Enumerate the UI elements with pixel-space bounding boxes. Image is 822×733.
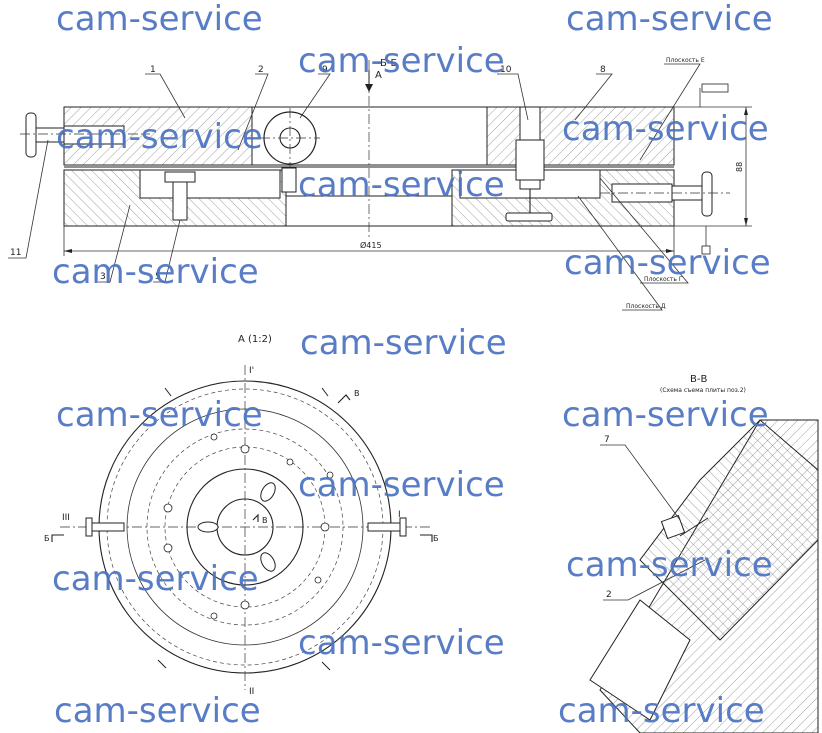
callout-2: 2 bbox=[258, 65, 264, 75]
watermark: cam-service bbox=[562, 395, 769, 435]
watermark: cam-service bbox=[56, 0, 263, 39]
height-dimension: 88 bbox=[735, 162, 744, 172]
lifting-bolt bbox=[660, 514, 686, 540]
watermark: cam-service bbox=[56, 395, 263, 435]
view-arrow-a: А bbox=[375, 70, 382, 81]
watermark: cam-service bbox=[56, 117, 263, 157]
plan-view-title: А (1:2) bbox=[238, 334, 272, 345]
cut-label-v: В bbox=[354, 389, 360, 398]
section-vv-title: В-В bbox=[690, 374, 707, 385]
callout-7: 7 bbox=[604, 435, 610, 445]
callout-10: 10 bbox=[500, 65, 512, 75]
diameter-dimension: Ø415 bbox=[360, 240, 382, 250]
watermark: cam-service bbox=[298, 41, 505, 81]
callout-2b: 2 bbox=[606, 590, 612, 600]
watermark: cam-service bbox=[52, 559, 259, 599]
wing-nut bbox=[505, 212, 553, 222]
section-bb-view: 1 2 8 9 10 11 3 5 Б-Б А Плоскость Е Плос… bbox=[8, 57, 752, 311]
plan-view-a: А (1:2) I' II III I Б Б В В bbox=[44, 334, 439, 697]
watermark: cam-service bbox=[558, 691, 765, 731]
watermark: cam-service bbox=[52, 252, 259, 292]
cut-label-right: Б bbox=[433, 534, 439, 543]
section-bb-title: Б-Б bbox=[380, 58, 397, 69]
callout-3: 3 bbox=[100, 272, 106, 282]
axis-label-bottom: II bbox=[249, 687, 254, 697]
cut-label-left: Б bbox=[44, 534, 50, 543]
callout-11: 11 bbox=[10, 248, 21, 258]
axis-label-left: III bbox=[62, 513, 70, 523]
axis-label-top: I' bbox=[249, 366, 254, 376]
callout-1: 1 bbox=[150, 65, 156, 75]
watermark: cam-service bbox=[562, 109, 769, 149]
axis-label-right: I bbox=[398, 510, 401, 520]
watermark: cam-service bbox=[566, 545, 773, 585]
plane-e-label: Плоскость Е bbox=[666, 57, 705, 64]
watermark: cam-service bbox=[300, 323, 507, 363]
callout-8: 8 bbox=[600, 65, 606, 75]
watermark: cam-service bbox=[298, 623, 505, 663]
section-vv-view: В-В (Схема съема плиты поз.2) 7 2 bbox=[589, 374, 819, 733]
watermark: cam-service bbox=[298, 465, 505, 505]
callout-5: 5 bbox=[155, 272, 161, 282]
watermark: cam-service bbox=[564, 243, 771, 283]
plane-g-label: Плоскость Г bbox=[644, 276, 683, 283]
plane-d-label: Плоскость Д bbox=[626, 303, 666, 310]
section-vv-subtitle: (Схема съема плиты поз.2) bbox=[660, 387, 746, 394]
left-handle bbox=[25, 112, 125, 158]
callout-9: 9 bbox=[322, 65, 328, 75]
watermark: cam-service bbox=[54, 691, 261, 731]
eccentric-disc bbox=[263, 111, 317, 165]
watermark: cam-service bbox=[566, 0, 773, 39]
center-label: В bbox=[262, 516, 268, 525]
watermark: cam-service bbox=[298, 165, 505, 205]
